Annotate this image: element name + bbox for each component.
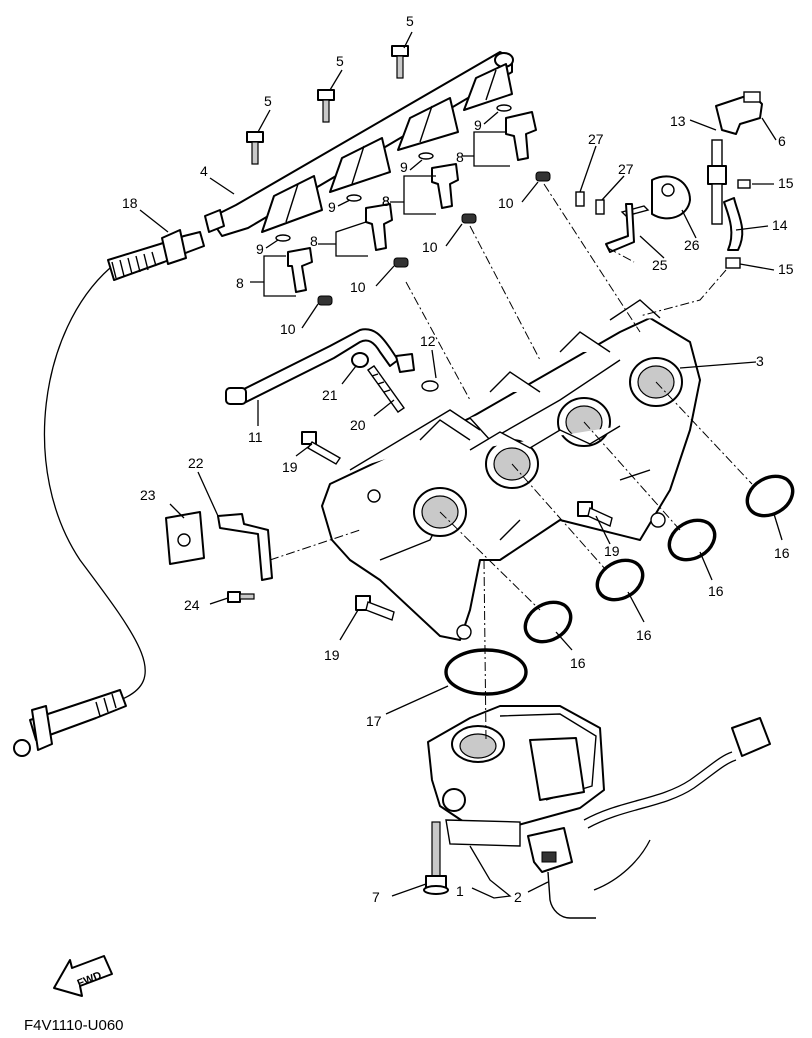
bolt-19-bottom [355,595,395,621]
screw-24 [227,591,255,603]
sensor-23 [165,511,205,565]
callout-24: 24 [184,597,200,613]
vacuum-hose-assembly [707,139,751,269]
callout-27: 27 [618,161,634,177]
callout-11: 11 [248,429,263,445]
bolt-19-right [577,501,613,527]
callout-8: 8 [310,233,318,249]
callout-5: 5 [336,53,344,69]
oring-16-d [745,474,795,518]
bolt-7 [423,821,449,895]
callout-8: 8 [456,149,464,165]
callout-9: 9 [474,117,482,133]
callout-3: 3 [756,353,764,369]
callout-10: 10 [280,321,296,337]
callout-20: 20 [350,417,366,433]
callout-27: 27 [588,131,604,147]
callout-16: 16 [570,655,586,671]
figure-code: F4V1110-U060 [24,1017,124,1034]
callout-10: 10 [422,239,438,255]
oring-17 [444,648,528,696]
callout-7: 7 [372,889,380,905]
callout-labels: 5 5 5 4 18 9 9 9 9 8 8 8 8 8 10 10 10 10… [122,13,794,905]
injector-1 [275,234,333,306]
callout-16: 16 [636,627,652,643]
callout-8: 8 [382,193,390,209]
callout-1: 1 [456,883,464,899]
vacuum-pipe-11 [225,328,415,405]
throttle-body [427,705,605,847]
callout-13: 13 [670,113,686,129]
callout-6: 6 [778,133,786,149]
alignment-lines [269,183,753,741]
callout-9: 9 [400,159,408,175]
oring-16-a [523,600,573,644]
callout-21: 21 [322,387,338,403]
fwd-arrow: FWD [53,955,113,997]
leader-lines [139,31,783,899]
callout-12: 12 [420,333,436,349]
callout-9: 9 [328,199,336,215]
bolt-5-mid [317,89,335,123]
callout-16: 16 [708,583,724,599]
sensor-2 [527,827,596,919]
callout-16: 16 [774,545,790,561]
callout-8: 8 [236,275,244,291]
fuel-rail [204,51,514,237]
callout-15: 15 [778,175,794,191]
callout-19: 19 [324,647,340,663]
callout-19: 19 [282,459,298,475]
injector-4 [496,104,551,182]
callout-26: 26 [684,237,700,253]
callout-5: 5 [406,13,414,29]
callout-4: 4 [200,163,208,179]
callout-23: 23 [140,487,156,503]
callout-2: 2 [514,889,522,905]
bracket-22 [217,513,273,581]
callout-9: 9 [256,241,264,257]
fuel-hose [13,229,205,757]
fitting-21 [351,352,369,368]
callout-10: 10 [498,195,514,211]
bolt-5-right [391,45,409,79]
pressure-sensor [715,91,763,135]
callout-15: 15 [778,261,794,277]
callout-25: 25 [652,257,668,273]
injector-3 [418,152,477,224]
callout-18: 18 [122,195,138,211]
callout-19: 19 [604,543,620,559]
callout-10: 10 [350,279,366,295]
throttle-harness [583,717,771,891]
oring-12 [421,380,439,392]
bolt-5-left [246,131,264,165]
injector-2 [346,194,409,268]
callout-17: 17 [366,713,382,729]
stud-20 [367,365,405,413]
oring-16-b [595,558,645,602]
bracket-25-26 [575,175,691,253]
callout-8: 8 [382,193,390,209]
callout-5: 5 [264,93,272,109]
callout-14: 14 [772,217,788,233]
callout-22: 22 [188,455,204,471]
